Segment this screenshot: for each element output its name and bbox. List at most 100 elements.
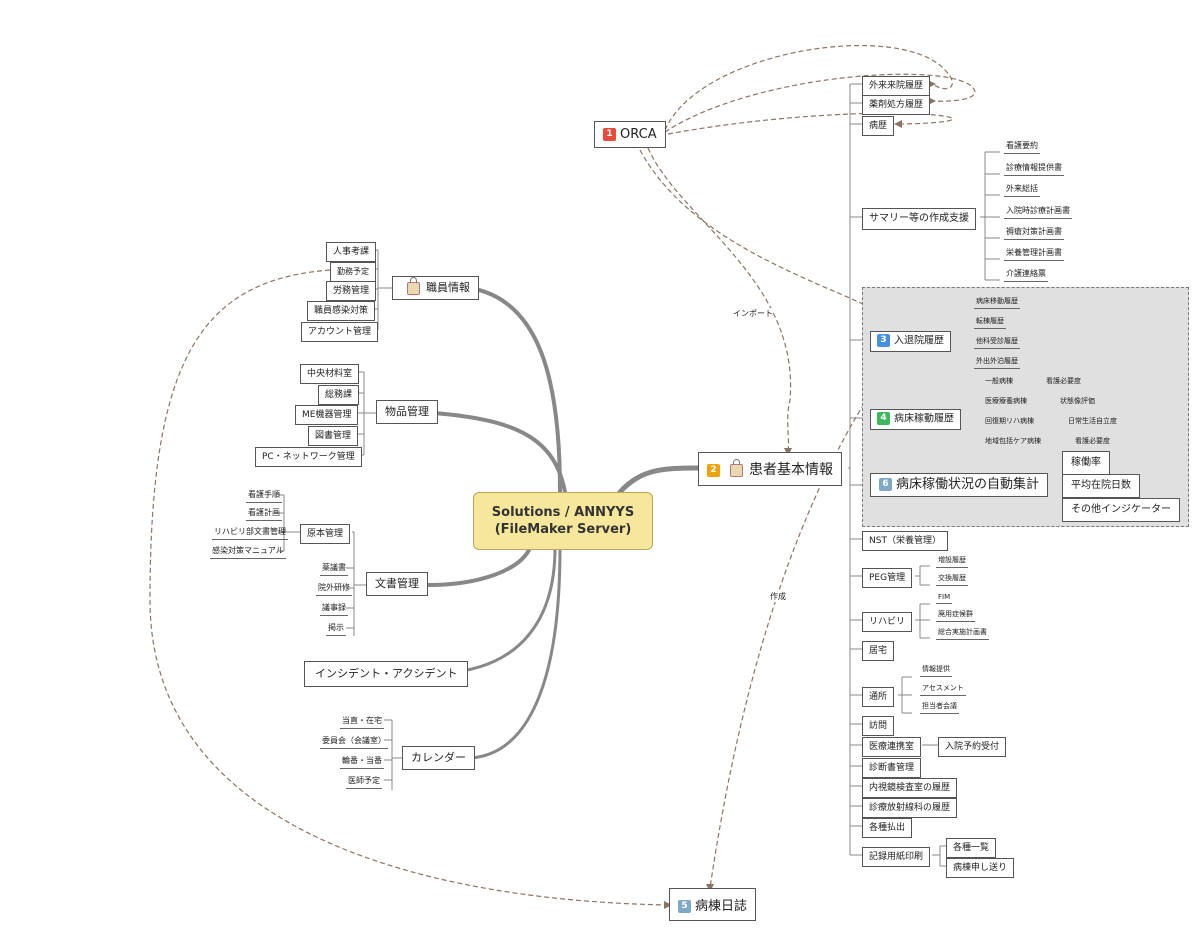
nst-node[interactable]: NST（栄養管理） <box>862 531 948 551</box>
print-item[interactable]: 病棟申し送り <box>946 858 1015 878</box>
print-item[interactable]: 各種一覧 <box>946 838 997 858</box>
staff-info-label: 職員情報 <box>426 281 470 294</box>
genpon-item[interactable]: 感染対策マニュアル <box>210 545 286 559</box>
branch-docs <box>426 546 532 587</box>
payments-node[interactable]: 各種払出 <box>862 818 913 838</box>
bed-op-label: 病床稼動履歴 <box>894 413 954 425</box>
admission-item[interactable]: 病床移動履歴 <box>974 296 1020 309</box>
liaison-node[interactable]: 医療連携室 <box>862 737 922 757</box>
lock-icon <box>407 276 420 295</box>
print-node[interactable]: 記録用紙印刷 <box>862 847 931 867</box>
staff-info-node[interactable]: 職員情報 <box>392 276 479 300</box>
staff-item[interactable]: 労務管理 <box>326 281 377 301</box>
ward-type: 医療療養病棟 <box>985 397 1027 405</box>
branch-calendar <box>468 546 562 760</box>
ward-metric: 看護必要度 <box>1046 377 1081 385</box>
badge-5: 5 <box>678 900 691 913</box>
goods-item[interactable]: ME機器管理 <box>295 405 359 425</box>
ward-diary-node[interactable]: 5 病棟日誌 <box>669 888 757 921</box>
rehab-item[interactable]: 廃用症候群 <box>936 609 975 622</box>
visit-node[interactable]: 訪問 <box>862 716 895 736</box>
goods-item[interactable]: 中央材料室 <box>300 364 360 384</box>
calendar-item[interactable]: 委員会（会議室） <box>320 735 388 749</box>
summary-item[interactable]: 栄養管理計画書 <box>1004 247 1064 261</box>
incident-node[interactable]: インシデント・アクシデント <box>304 661 469 687</box>
ward-diary-label: 病棟日誌 <box>695 899 748 914</box>
badge-4: 4 <box>877 412 890 425</box>
bed-auto-aggregation-node[interactable]: 6 病床稼働状況の自動集計 <box>870 473 1049 497</box>
day-care-item[interactable]: 担当者会議 <box>920 701 959 714</box>
peg-node[interactable]: PEG管理 <box>862 568 913 588</box>
admission-label: 入退院履歴 <box>894 335 944 347</box>
calendar-item[interactable]: 医師予定 <box>346 775 382 789</box>
summary-node[interactable]: サマリー等の作成支援 <box>862 208 976 230</box>
ward-metric: 看護必要度 <box>1075 437 1110 445</box>
docs-item[interactable]: 議事録 <box>320 602 348 616</box>
badge-6: 6 <box>879 478 892 491</box>
docs-node[interactable]: 文書管理 <box>366 572 428 596</box>
certificate-node[interactable]: 診断書管理 <box>862 758 922 778</box>
staff-item[interactable]: 職員感染対策 <box>307 301 376 321</box>
docs-item[interactable]: 薬議書 <box>320 562 348 576</box>
genpon-item[interactable]: 看護計画 <box>246 507 282 521</box>
branch-incident <box>443 546 557 675</box>
bed-auto-label: 病床稼働状況の自動集計 <box>896 477 1040 492</box>
orca-node[interactable]: 1 ORCA <box>594 121 666 148</box>
ward-type: 地域包括ケア病棟 <box>985 437 1041 445</box>
day-care-node[interactable]: 通所 <box>862 687 895 707</box>
summary-item[interactable]: 診療情報提供書 <box>1004 162 1064 176</box>
radiology-node[interactable]: 診療放射線科の履歴 <box>862 798 958 818</box>
medical-history[interactable]: 病歴 <box>862 116 895 136</box>
docs-item[interactable]: 掲示 <box>326 622 346 636</box>
prescription-history[interactable]: 薬剤処方履歴 <box>862 95 931 115</box>
admission-item[interactable]: 転棟履歴 <box>974 316 1006 329</box>
other-indicators[interactable]: その他インジケーター <box>1062 498 1180 522</box>
central-topic[interactable]: Solutions / ANNYYS (FileMaker Server) <box>473 492 653 550</box>
peg-item[interactable]: 増設履歴 <box>936 555 968 568</box>
goods-item[interactable]: 図書管理 <box>308 426 359 446</box>
goods-node[interactable]: 物品管理 <box>376 400 438 424</box>
staff-item[interactable]: 人事考課 <box>326 242 377 262</box>
lock-icon <box>730 458 743 477</box>
genpon-item[interactable]: 看護手順 <box>246 489 282 503</box>
day-care-item[interactable]: 情報提供 <box>920 664 952 677</box>
avg-stay-days[interactable]: 平均在院日数 <box>1062 474 1140 498</box>
rehab-item[interactable]: FIM <box>936 593 953 604</box>
calendar-node[interactable]: カレンダー <box>402 746 475 770</box>
peg-item[interactable]: 交換履歴 <box>936 573 968 586</box>
admission-reservation[interactable]: 入院予約受付 <box>938 737 1007 757</box>
docs-item[interactable]: 院外研修 <box>316 582 352 596</box>
calendar-item[interactable]: 当直・在宅 <box>340 715 384 729</box>
ward-type: 回復期リハ病棟 <box>985 417 1034 425</box>
badge-1: 1 <box>603 128 616 141</box>
outpatient-history[interactable]: 外来来院履歴 <box>862 76 931 96</box>
admission-item[interactable]: 外出外泊履歴 <box>974 356 1020 369</box>
orca-label: ORCA <box>620 127 657 142</box>
summary-item[interactable]: 褥瘡対策計画書 <box>1004 226 1064 240</box>
endoscopy-node[interactable]: 内視鏡検査室の履歴 <box>862 778 958 798</box>
rehab-node[interactable]: リハビリ <box>862 612 913 632</box>
summary-item[interactable]: 看護要約 <box>1004 140 1040 154</box>
rehab-item[interactable]: 総合実施計画書 <box>936 627 989 640</box>
genpon-node[interactable]: 原本管理 <box>300 524 351 544</box>
summary-item[interactable]: 外来総括 <box>1004 183 1040 197</box>
staff-item[interactable]: 勤務予定 <box>330 262 376 282</box>
day-care-item[interactable]: アセスメント <box>920 683 966 696</box>
center-subtitle: (FileMaker Server) <box>494 522 632 537</box>
goods-item[interactable]: PC・ネットワーク管理 <box>255 447 362 467</box>
goods-item[interactable]: 総務課 <box>318 385 360 405</box>
occupancy-rate[interactable]: 稼働率 <box>1062 451 1110 475</box>
calendar-item[interactable]: 輪番・当番 <box>340 755 384 769</box>
ward-metric: 状態像評価 <box>1060 397 1095 405</box>
summary-item[interactable]: 介護連絡票 <box>1004 268 1048 282</box>
branch-patient <box>617 465 701 495</box>
home-node[interactable]: 居宅 <box>862 641 895 661</box>
bed-operation-node[interactable]: 4 病床稼動履歴 <box>870 409 961 430</box>
admission-item[interactable]: 他科受診履歴 <box>974 336 1020 349</box>
badge-2: 2 <box>707 463 720 477</box>
summary-item[interactable]: 入院時診療計画書 <box>1004 205 1072 219</box>
staff-item[interactable]: アカウント管理 <box>301 322 379 342</box>
genpon-item[interactable]: リハビリ部文書管理 <box>212 526 288 540</box>
